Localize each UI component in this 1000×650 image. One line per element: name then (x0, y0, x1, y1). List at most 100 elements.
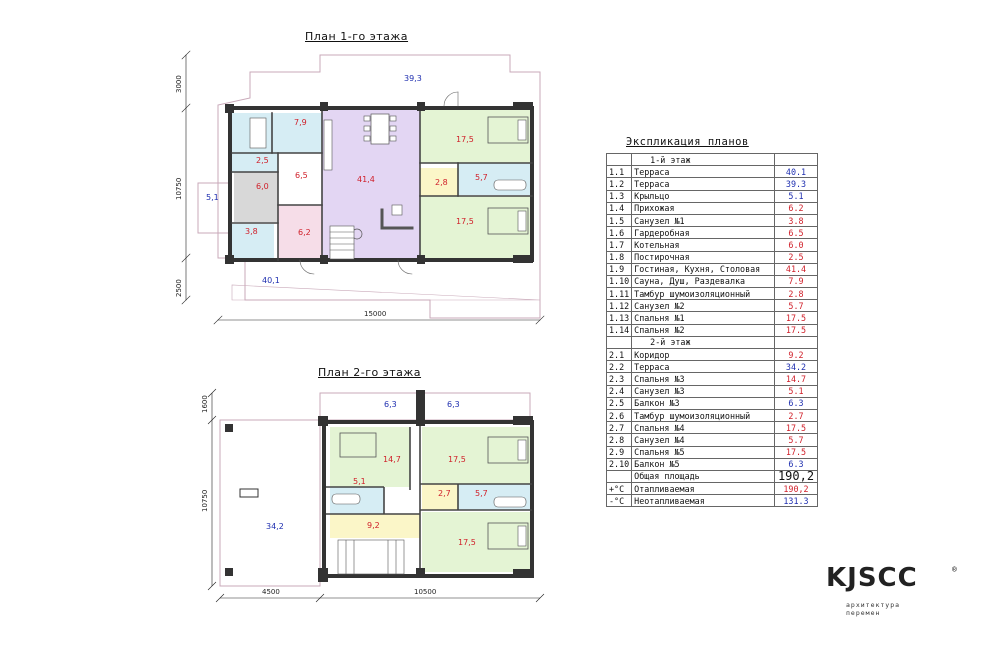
plan1-living-area: 41,4 (357, 175, 375, 184)
plan2-dim-top: 1600 (201, 395, 209, 413)
plan1-wardrobe-area: 6,5 (295, 171, 308, 180)
legend-area-value: 14.7 (774, 372, 818, 386)
legend-section-row: 2-й этаж (605, 335, 818, 350)
legend-area-value: 190,2 (774, 482, 818, 496)
legend-area-value: 2.5 (774, 250, 818, 264)
legend-area-value: 40.1 (774, 165, 818, 179)
legend-room-name: Санузел №1 (631, 213, 775, 228)
plan1-title: План 1-го этажа (305, 30, 409, 43)
legend-room-name: Балкон №5 (631, 457, 775, 471)
legend-number: 2.5 (605, 396, 633, 410)
legend-number: 2.3 (605, 372, 633, 386)
legend-number: 1.3 (605, 189, 633, 203)
legend-number (605, 469, 633, 484)
legend-number (605, 335, 633, 350)
legend-number: 2.2 (605, 360, 633, 374)
plan1-terrace-bottom-area: 40,1 (262, 276, 280, 285)
legend-area-value (774, 152, 818, 167)
legend-number: 2.4 (605, 384, 633, 398)
legend-area-value: 7.9 (774, 274, 818, 289)
legend-number: 1.2 (605, 177, 633, 191)
plan2-corridor-area: 9,2 (367, 521, 380, 530)
legend-number: 1.14 (605, 323, 633, 337)
legend-room-name: Неотапливаемая (631, 494, 775, 508)
legend-area-value: 3.8 (774, 213, 818, 228)
plan2-bedroom5-area: 17,5 (458, 538, 476, 547)
legend-area-value: 9.2 (774, 347, 818, 362)
legend-area-value: 2.7 (774, 408, 818, 423)
legend-room-name: Гардеробная (631, 226, 775, 240)
plan1: 39,3 7,9 2,5 6,0 5,1 3,8 6,5 6,2 41,4 2,… (175, 50, 545, 325)
legend-number (605, 152, 633, 167)
brand-logo: KJSCC ® архитектура перемен (826, 563, 966, 623)
plan1-vestibule-area: 2,8 (435, 178, 448, 187)
legend-room-name: Сауна, Душ, Раздевалка (631, 274, 775, 289)
legend-area-value: 17.5 (774, 445, 818, 459)
legend-room-name: Тамбур шумоизоляционный (631, 287, 775, 301)
legend-area-value: 5.1 (774, 384, 818, 398)
legend-area-value: 17.5 (774, 421, 818, 435)
legend-number: 1.5 (605, 213, 633, 228)
legend-number: 1.1 (605, 165, 633, 179)
plan1-laundry-area: 2,5 (256, 156, 269, 165)
plan2-vestibule-area: 2,7 (438, 489, 451, 498)
plan1-porch-area: 5,1 (206, 193, 219, 202)
legend-section-row: 1-й этаж (605, 152, 818, 167)
legend-number: 1.13 (605, 311, 633, 325)
plan1-bedroom2-area: 17,5 (456, 217, 474, 226)
plan1-bedroom1-area: 17,5 (456, 135, 474, 144)
legend-number: 1.4 (605, 201, 633, 215)
legend-room-name: Гостиная, Кухня, Столовая (631, 262, 775, 276)
legend-number: 2.8 (605, 433, 633, 447)
legend-number: +°C (605, 482, 633, 496)
legend-area-value: 17.5 (774, 323, 818, 337)
plan2-bath4-area: 5,7 (475, 489, 488, 498)
legend-area-value (774, 335, 818, 350)
legend-number: 2.9 (605, 445, 633, 459)
legend-number: 2.7 (605, 421, 633, 435)
legend-room-name: Спальня №4 (631, 421, 775, 435)
legend-number: 1.8 (605, 250, 633, 264)
plan1-hall-area: 6,2 (298, 228, 311, 237)
plan2-bath3-area: 5,1 (353, 477, 366, 486)
legend-area-value: 41.4 (774, 262, 818, 276)
legend-room-name: Санузел №3 (631, 384, 775, 398)
legend-room-name: Спальня №5 (631, 445, 775, 459)
plan2-bedroom4-area: 17,5 (448, 455, 466, 464)
legend-area-value: 39.3 (774, 177, 818, 191)
legend-room-name: 1-й этаж (631, 152, 775, 167)
legend-number: 1.10 (605, 274, 633, 289)
plan1-dim-bottom-side: 2500 (175, 279, 183, 297)
plan1-dim-top: 3000 (175, 75, 183, 93)
legend-number: 1.6 (605, 226, 633, 240)
plan1-terrace-top-area: 39,3 (404, 74, 422, 83)
legend-room-name: Тамбур шумоизоляционный (631, 408, 775, 423)
plan2-balcon-a-area: 6,3 (384, 400, 397, 409)
legend-room-name: Терраса (631, 177, 775, 191)
plan1-bath2-area: 5,7 (475, 173, 488, 182)
legend-room-name: Балкон №3 (631, 396, 775, 410)
legend-room-name: Терраса (631, 360, 775, 374)
legend-number: 2.10 (605, 457, 633, 471)
legend-room-name: Отапливаемая (631, 482, 775, 496)
